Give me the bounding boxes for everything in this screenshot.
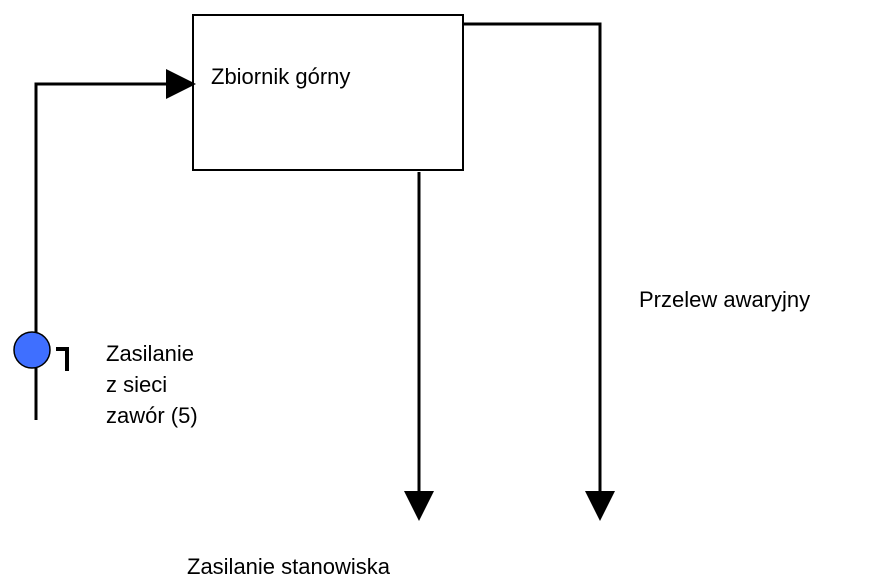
upper-tank-label: Zbiornik górny bbox=[211, 64, 350, 89]
upper-tank-box bbox=[192, 14, 464, 171]
inlet-pipe bbox=[34, 69, 196, 420]
inlet-label-line2: z sieci bbox=[106, 372, 167, 397]
station-supply-label: Zasilanie stanowiska bbox=[187, 554, 391, 579]
valve-icon[interactable] bbox=[13, 331, 51, 369]
overflow-pipe bbox=[463, 22, 615, 521]
inlet-label-line3: zawór (5) bbox=[106, 403, 198, 428]
overflow-label: Przelew awaryjny bbox=[639, 287, 810, 312]
valve-handle-icon bbox=[56, 347, 69, 371]
inlet-label-line1: Zasilanie bbox=[106, 341, 194, 366]
